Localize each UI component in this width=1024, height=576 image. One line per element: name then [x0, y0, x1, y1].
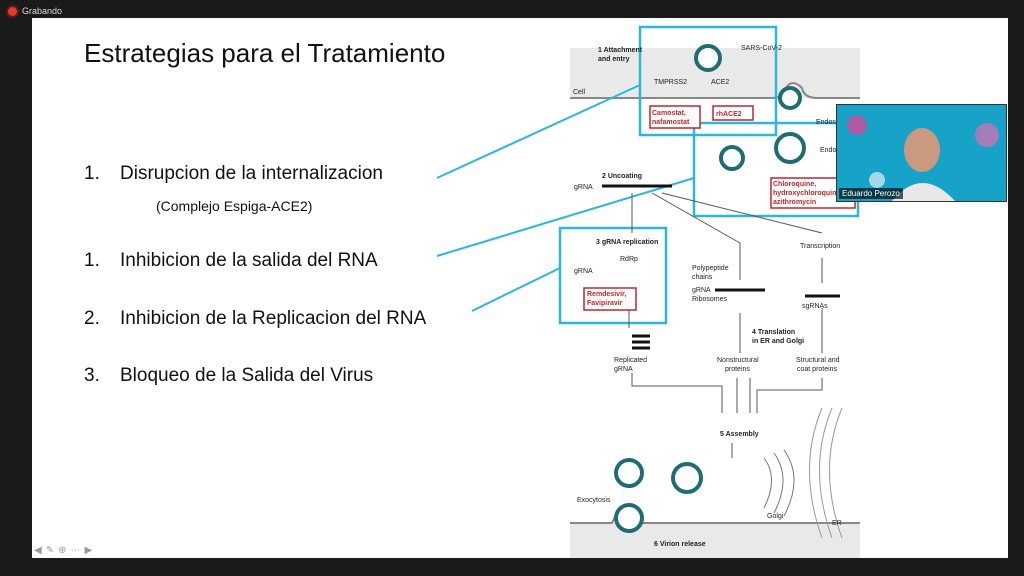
- virus-particle: [778, 86, 802, 110]
- diagram-label: sgRNAs: [802, 303, 828, 310]
- assembled-virus: [614, 458, 644, 488]
- drug-box: [649, 105, 701, 129]
- list-text: Bloqueo de la Salida del Virus: [120, 365, 374, 386]
- drug-label: Camostat,: [652, 110, 686, 117]
- diagram-label: gRNA: [574, 184, 593, 191]
- presentation-slide: Estrategias para el Tratamiento 1. Disrup…: [32, 18, 1008, 558]
- released-virus: [614, 503, 644, 533]
- pen-icon[interactable]: ✎: [45, 545, 55, 556]
- step-label: 3 gRNA replication: [596, 239, 658, 246]
- diagram-label: Polypeptide: [692, 265, 729, 272]
- connector-line: [471, 267, 561, 312]
- diagram-label: TMPRSS2: [654, 79, 687, 86]
- person-face: [904, 128, 940, 172]
- step-label: 2 Uncoating: [602, 173, 642, 180]
- highlight-box-entry: [638, 25, 778, 137]
- diagram-label: SARS-CoV-2: [741, 45, 782, 52]
- highlight-box-replication: [558, 226, 668, 325]
- virus-particle: [694, 44, 722, 72]
- drug-box: [583, 287, 637, 311]
- record-icon: [8, 6, 17, 16]
- connector-line: [436, 84, 641, 179]
- list-item: 1. Inhibicion de la salida del RNA: [84, 250, 378, 272]
- next-arrow-icon[interactable]: ▶: [84, 545, 93, 556]
- diagram-label: Nonstructural: [717, 357, 759, 364]
- list-number: 2.: [84, 308, 100, 329]
- list-text: Inhibicion de la salida del RNA: [120, 250, 378, 271]
- more-icon[interactable]: ⋯: [70, 545, 81, 556]
- list-number: 1.: [84, 250, 100, 271]
- uncoating-virus: [719, 145, 745, 171]
- diagram-label: Cell: [573, 89, 586, 96]
- step-label: 6 Virion release: [654, 541, 706, 548]
- step-label: in ER and Golgi: [752, 338, 804, 345]
- diagram-label: gRNA: [574, 268, 593, 275]
- diagram-label: Transcription: [800, 243, 840, 250]
- recording-label: Grabando: [22, 6, 63, 16]
- drug-label: Favipiravir: [587, 300, 623, 307]
- prev-arrow-icon[interactable]: ◀: [34, 545, 42, 556]
- drug-label: Chloroquine,: [773, 181, 816, 188]
- diagram-label: ACE2: [711, 79, 729, 86]
- step-label: and entry: [598, 56, 630, 63]
- diagram-label: Structural and: [796, 357, 840, 364]
- diagram-label: Replicated: [614, 357, 647, 364]
- list-item: 3. Bloqueo de la Salida del Virus: [84, 365, 373, 387]
- endosome-virus: [774, 132, 806, 164]
- drug-label: rhACE2: [716, 111, 742, 118]
- recording-indicator: Grabando: [8, 6, 62, 16]
- list-number: 1.: [84, 163, 100, 184]
- drug-label: Remdesivir,: [587, 291, 626, 298]
- video-frame: [837, 105, 1006, 201]
- list-number: 3.: [84, 365, 100, 386]
- connector-line: [436, 177, 695, 257]
- diagram-label: coat proteins: [797, 366, 838, 373]
- step-label: 4 Translation: [752, 329, 795, 336]
- drug-label: nafamostat: [652, 119, 690, 126]
- step-label: 5 Assembly: [720, 431, 759, 438]
- list-text: Disrupcion de la internalizacion: [120, 163, 383, 184]
- diagram-label: Endos: [816, 119, 836, 126]
- diagram-label: Golgi: [767, 513, 784, 520]
- participant-video[interactable]: Eduardo Perozo: [836, 104, 1007, 202]
- diagram-label: chains: [692, 274, 713, 281]
- step-label: 1 Attachment: [598, 47, 643, 54]
- slide-title: Estrategias para el Tratamiento: [84, 38, 446, 68]
- diagram-label: Ribosomes: [692, 296, 728, 303]
- list-item: 1. Disrupcion de la internalizacion: [84, 163, 383, 185]
- participant-name: Eduardo Perozo: [839, 188, 903, 199]
- diagram-label: RdRp: [620, 256, 638, 263]
- diagram-label: gRNA: [692, 287, 711, 294]
- drug-box: [712, 105, 754, 121]
- lifecycle-diagram: 1 Attachment and entry SARS-CoV-2 TMPRSS…: [436, 25, 860, 558]
- diagram-label: ER: [832, 520, 842, 527]
- list-text: Inhibicion de la Replicacion del RNA: [120, 308, 427, 329]
- vesicle-virus: [671, 462, 703, 494]
- drug-label: hydroxychloroquine,: [773, 190, 842, 197]
- drug-label: azithromycin: [773, 199, 816, 206]
- diagram-label: gRNA: [614, 366, 633, 373]
- list-subnote: (Complejo Espiga-ACE2): [156, 198, 313, 214]
- bottom-extracellular: [570, 523, 860, 558]
- person-shirt: [892, 183, 955, 201]
- diagram-label: Exocytosis: [577, 497, 611, 504]
- list-item: 2. Inhibicion de la Replicacion del RNA: [84, 308, 426, 330]
- zoom-icon[interactable]: ⊕: [58, 545, 67, 556]
- diagram-label: proteins: [725, 366, 750, 373]
- diagram-label: Endo: [820, 147, 836, 154]
- slide-navigation: ◀ ✎ ⊕ ⋯ ▶: [34, 545, 92, 556]
